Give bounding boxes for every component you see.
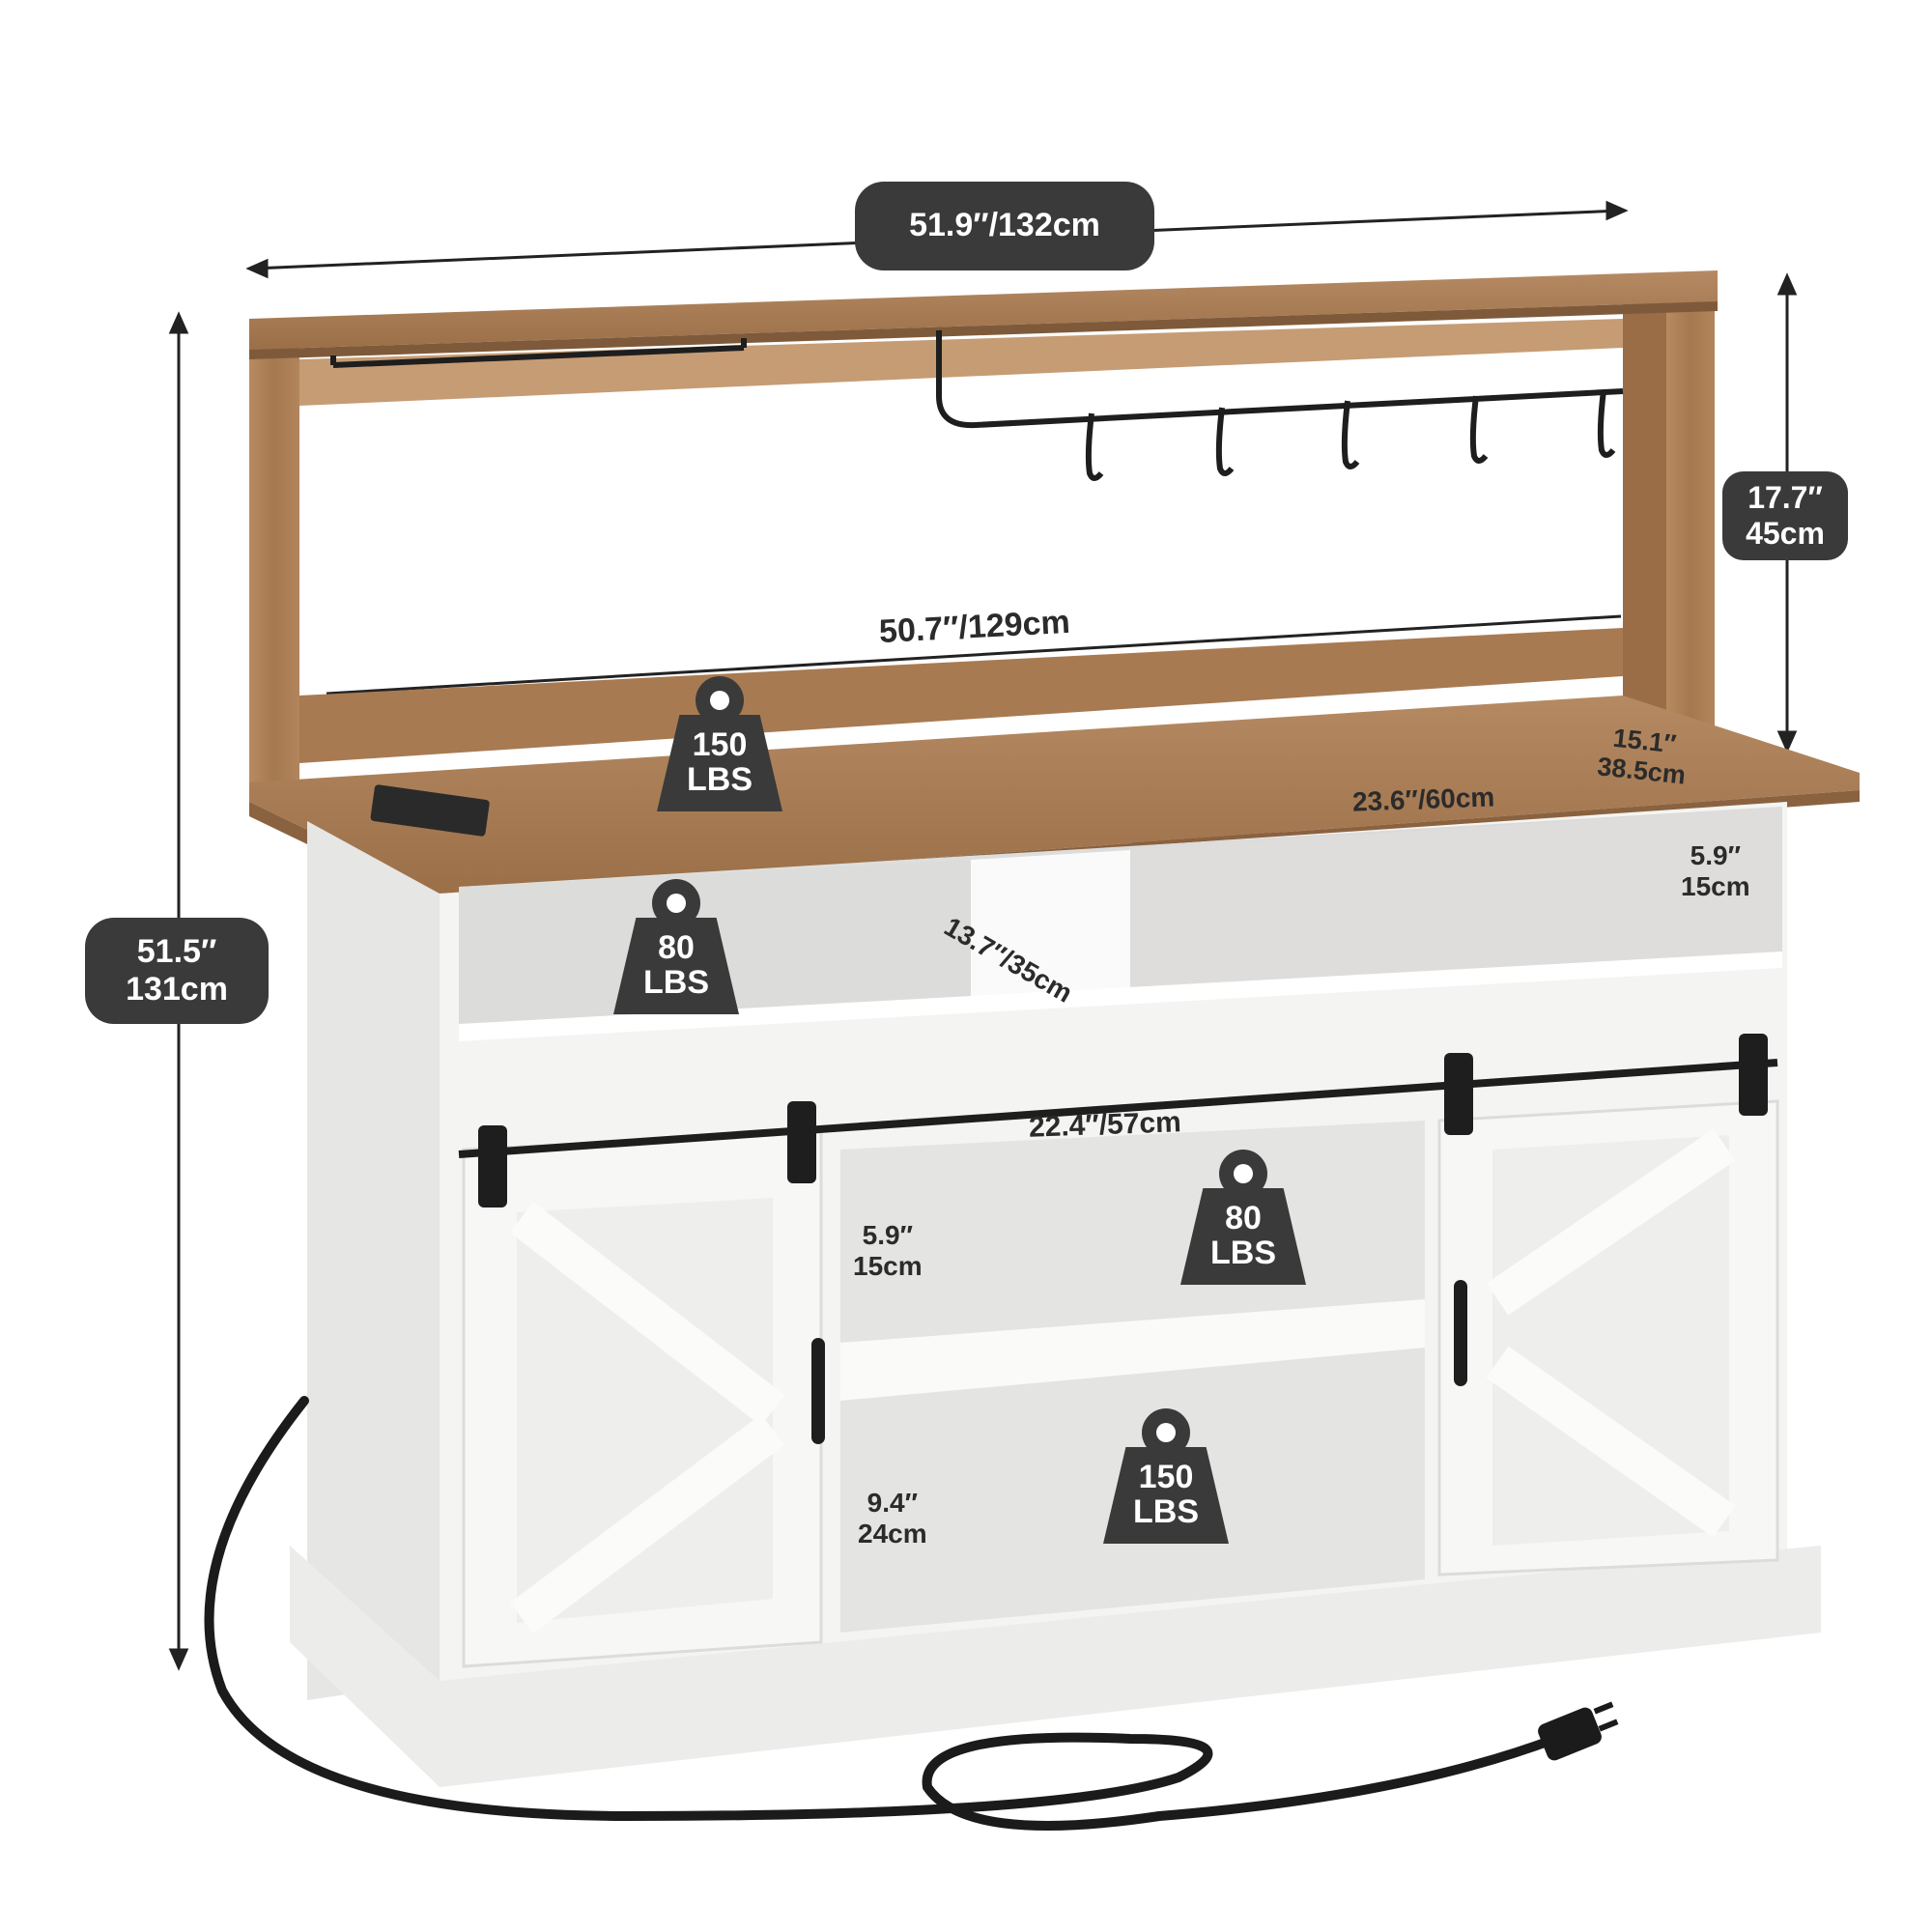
bottom-shelf-weight-icon: 150 LBS <box>1103 1408 1229 1544</box>
power-cord <box>204 1396 1560 1831</box>
overall-width-badge: 51.9″/132cm <box>855 182 1154 270</box>
cubby-height-label: 5.9″ 15cm <box>1681 840 1750 902</box>
left-cubby-weight-icon: 80 LBS <box>613 879 739 1014</box>
cabinet-body <box>290 802 1821 1787</box>
center-upper-height-in: 5.9″ <box>862 1220 913 1250</box>
center-shelf-weight-value: 80 <box>1225 1200 1262 1237</box>
weight-body: 80 LBS <box>1180 1188 1306 1285</box>
center-width-label: 22.4″/57cm <box>1028 1106 1182 1144</box>
hanging-rail <box>330 330 1624 481</box>
center-lower-height-in: 9.4″ <box>867 1488 918 1518</box>
center-lower-height-label: 9.4″ 24cm <box>858 1488 927 1549</box>
bottom-shelf-weight-value: 150 <box>1138 1459 1194 1496</box>
overall-height-badge: 51.5″ 131cm <box>85 918 269 1024</box>
left-cubby-weight-unit: LBS <box>643 964 709 1001</box>
depth-label: 15.1″ 38.5cm <box>1596 722 1690 790</box>
weight-body: 150 LBS <box>1103 1447 1229 1544</box>
countertop-weight-unit: LBS <box>687 761 753 798</box>
center-upper-height-label: 5.9″ 15cm <box>853 1220 923 1282</box>
countertop-weight-value: 150 <box>692 726 748 764</box>
hutch-height-in: 17.7″ <box>1747 480 1823 516</box>
power-strip <box>370 784 490 837</box>
left-door-handle <box>811 1338 825 1444</box>
right-cubby-width-label: 23.6″/60cm <box>1351 781 1495 817</box>
overall-height-in: 51.5″ <box>136 932 217 970</box>
cubby-height-cm: 15cm <box>1681 871 1750 902</box>
bottom-shelf-weight-unit: LBS <box>1133 1493 1199 1530</box>
hutch-shelf <box>249 270 1718 802</box>
center-shelf-weight-icon: 80 LBS <box>1180 1150 1306 1285</box>
plug-icon <box>1538 1701 1619 1761</box>
overall-width-label: 51.9″/132cm <box>909 207 1100 244</box>
countertop-weight-icon: 150 LBS <box>657 676 782 811</box>
center-lower-height-cm: 24cm <box>858 1519 927 1549</box>
hutch-height-badge: 17.7″ 45cm <box>1722 471 1848 560</box>
right-door-handle <box>1454 1280 1467 1386</box>
sliding-door-rail <box>458 1059 1778 1158</box>
hutch-height-cm: 45cm <box>1746 516 1825 551</box>
overall-height-cm: 131cm <box>126 971 228 1008</box>
center-upper-height-cm: 15cm <box>853 1251 923 1282</box>
weight-body: 150 LBS <box>657 715 782 811</box>
center-shelf-weight-unit: LBS <box>1210 1235 1276 1271</box>
weight-body: 80 LBS <box>613 918 739 1014</box>
cubby-height-in: 5.9″ <box>1690 840 1741 870</box>
left-cubby-weight-value: 80 <box>658 929 695 967</box>
